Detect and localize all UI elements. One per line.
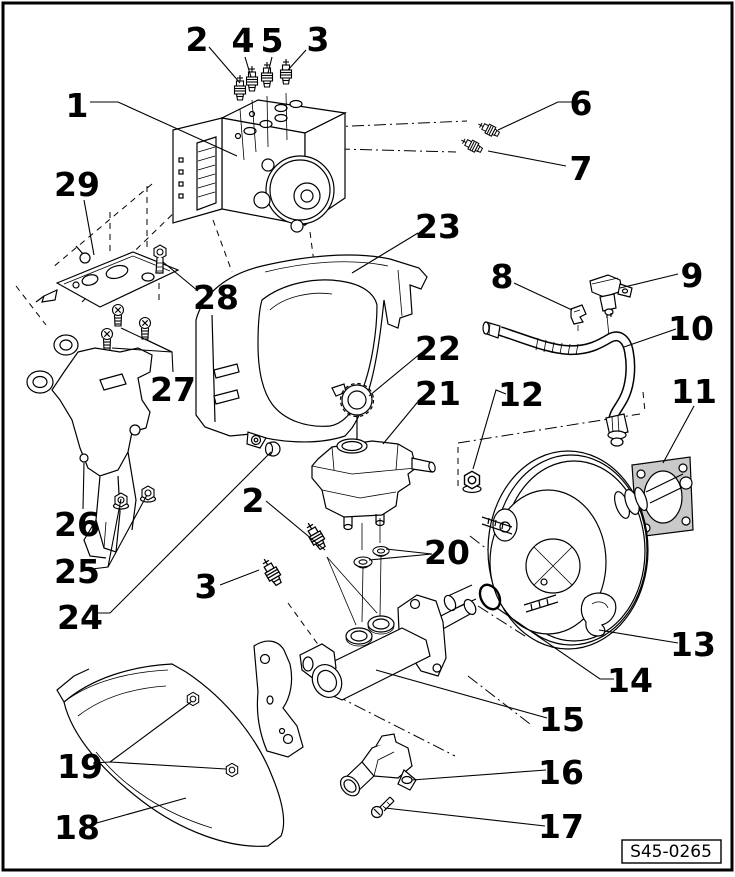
brake-line-fittings-lower <box>258 519 378 626</box>
callout-13: 13 <box>670 625 716 664</box>
callout-24: 24 <box>57 598 103 637</box>
callout-leader-26 <box>82 462 85 510</box>
brake-line-fittings-top <box>233 58 293 161</box>
callout-11: 11 <box>671 372 717 411</box>
callout-leader-17 <box>384 807 546 827</box>
clip-8 <box>570 304 587 331</box>
seals-20 <box>353 546 390 623</box>
callout-12: 12 <box>498 375 544 414</box>
callout-leader-13 <box>598 629 679 644</box>
drawing-code: S45-0265 <box>630 842 712 862</box>
callout-leader-2 <box>208 46 241 84</box>
heat-shield <box>56 640 304 847</box>
callout-14: 14 <box>607 661 653 700</box>
hose-10 <box>482 315 636 440</box>
callout-leader-20 <box>385 548 433 555</box>
callout-leader-20 <box>368 553 433 561</box>
brake-booster <box>443 437 693 650</box>
callout-3: 3 <box>195 567 218 606</box>
master-cylinder <box>299 594 477 701</box>
callout-leader-8 <box>513 282 573 311</box>
callout-leader-25 <box>107 494 148 568</box>
callout-leader-19 <box>109 701 192 763</box>
callout-3: 3 <box>307 20 330 59</box>
bracket-plate <box>35 245 180 308</box>
callout-leader-1 <box>90 101 238 157</box>
callout-29: 29 <box>54 165 100 204</box>
callout-leader-9 <box>619 273 679 289</box>
callout-leader-2 <box>265 500 326 551</box>
callout-16: 16 <box>538 753 584 792</box>
callout-21: 21 <box>415 374 461 413</box>
callout-8: 8 <box>491 257 514 296</box>
callout-leader-15 <box>375 669 548 719</box>
plug-24 <box>264 441 281 457</box>
callout-18: 18 <box>54 808 100 847</box>
o-ring-14 <box>478 583 502 611</box>
callout-6: 6 <box>570 84 593 123</box>
fluid-reservoir <box>311 438 436 550</box>
callout-leader-11 <box>662 405 695 464</box>
callout-leader-24 <box>95 451 272 614</box>
callout-9: 9 <box>681 256 704 295</box>
callout-23: 23 <box>415 207 461 246</box>
callout-15: 15 <box>539 700 585 739</box>
callout-leader-18 <box>92 797 187 825</box>
callout-leader-27 <box>120 327 173 353</box>
callout-leader-3 <box>219 569 260 586</box>
callout-leader-28 <box>162 261 199 292</box>
callout-28: 28 <box>193 278 239 317</box>
callout-20: 20 <box>424 533 470 572</box>
callout-leader-14 <box>496 607 614 680</box>
callout-leader-7 <box>487 150 567 167</box>
callout-leader-3 <box>287 49 307 71</box>
bolt-28 <box>153 244 167 274</box>
callout-leader-12 <box>472 389 507 470</box>
callout-4: 4 <box>232 21 255 60</box>
callout-26: 26 <box>54 505 100 544</box>
callout-17: 17 <box>538 807 584 846</box>
drawing-code-box: S45-0265 <box>621 839 722 864</box>
callout-leader-10 <box>623 328 677 348</box>
callout-leader-22 <box>368 352 422 397</box>
callout-leader-23 <box>351 232 419 274</box>
callout-leader-29 <box>83 199 95 256</box>
bracket-26 <box>26 334 153 559</box>
callout-10: 10 <box>668 309 714 348</box>
nut-12 <box>462 470 482 494</box>
callout-19: 19 <box>57 747 103 786</box>
sensor-9 <box>589 274 633 318</box>
callout-1: 1 <box>66 86 89 125</box>
callout-7: 7 <box>570 149 593 188</box>
callout-2: 2 <box>186 20 209 59</box>
callout-5: 5 <box>261 21 284 60</box>
callout-22: 22 <box>415 329 461 368</box>
callout-leader-6 <box>497 101 572 131</box>
callout-leader-5 <box>267 56 273 74</box>
callout-leader-4 <box>244 56 252 78</box>
callout-2: 2 <box>242 481 265 520</box>
callout-27: 27 <box>150 370 196 409</box>
callout-leader-21 <box>382 397 422 445</box>
sensor-16 <box>339 733 417 797</box>
callout-leader-16 <box>411 769 547 781</box>
callout-25: 25 <box>54 552 100 591</box>
